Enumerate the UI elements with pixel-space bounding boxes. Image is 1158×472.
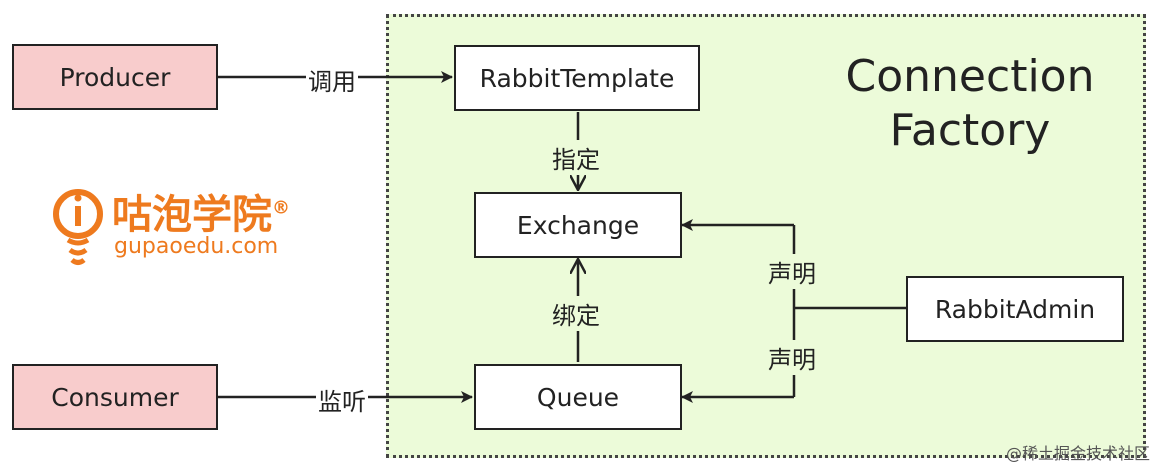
- rabbit-template-node: RabbitTemplate: [454, 45, 700, 111]
- edge-label-listen: 监听: [316, 382, 368, 417]
- edge-label-specify: 指定: [550, 140, 602, 175]
- logo-name: 咕泡学院®: [112, 182, 290, 240]
- rabbit-admin-node: RabbitAdmin: [906, 276, 1124, 342]
- edge-label-bind: 绑定: [550, 296, 602, 331]
- registered-mark: ®: [272, 197, 290, 219]
- rabbit-template-label: RabbitTemplate: [479, 63, 675, 93]
- consumer-node: Consumer: [12, 364, 218, 430]
- edge-label-declare-queue: 声明: [766, 340, 818, 375]
- gupao-logo: 咕泡学院® gupaoedu.com: [50, 182, 350, 272]
- connection-factory-title: Connection Factory: [845, 51, 1095, 156]
- watermark: @稀土掘金技术社区: [1005, 444, 1150, 463]
- logo-name-text: 咕泡学院: [112, 192, 272, 238]
- edge-label-call: 调用: [306, 62, 358, 97]
- edge-label-declare-exchange: 声明: [766, 254, 818, 289]
- logo-domain: gupaoedu.com: [114, 234, 279, 259]
- producer-node: Producer: [12, 44, 218, 110]
- consumer-label: Consumer: [51, 382, 179, 412]
- producer-label: Producer: [59, 62, 171, 92]
- queue-node: Queue: [474, 364, 682, 430]
- queue-label: Queue: [536, 382, 620, 412]
- exchange-node: Exchange: [474, 192, 682, 258]
- rabbit-admin-label: RabbitAdmin: [934, 294, 1096, 324]
- exchange-label: Exchange: [516, 210, 640, 240]
- lightbulb-icon: [53, 189, 103, 265]
